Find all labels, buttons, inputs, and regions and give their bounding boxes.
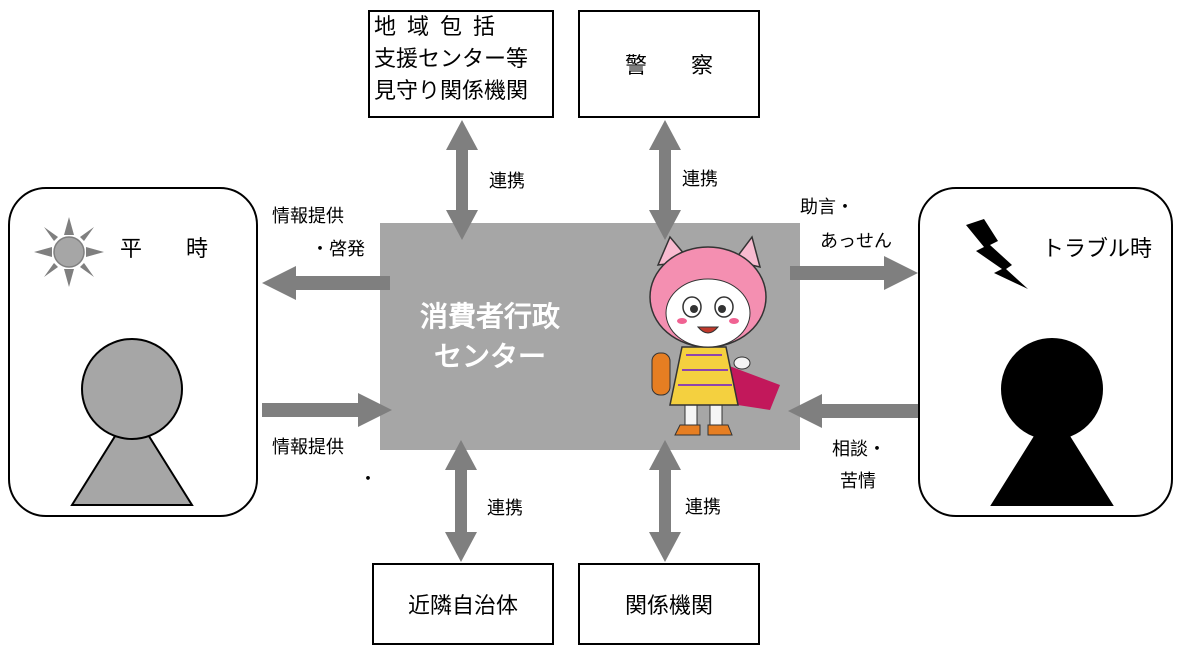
partner-related-label: 関係機関	[624, 594, 713, 619]
partner-box-neighbor-municipalities: 近隣自治体	[372, 563, 554, 645]
flow-label-from-left-2: ・	[359, 469, 377, 490]
link-arrow-top-right	[649, 120, 681, 240]
center-title-line-1: 消費者行政	[419, 300, 560, 333]
flow-label-to-right-1: 助言・	[800, 197, 854, 218]
link-arrow-top-left	[446, 120, 478, 240]
partner-police-label: 警 察	[624, 54, 713, 79]
panel-normal-times: 平 時	[8, 187, 258, 517]
center-title-line-2: センター	[433, 340, 546, 373]
link-arrow-bottom-left	[445, 440, 477, 562]
link-label-bottom-right: 連携	[685, 497, 721, 518]
partner-box-police: 警 察	[578, 10, 760, 118]
flow-label-from-right-2: 苦情	[840, 471, 876, 492]
person-icon	[70, 338, 194, 506]
lightning-icon	[966, 219, 1028, 289]
link-label-top-left: 連携	[489, 171, 525, 192]
flow-arrow-to-right	[790, 256, 918, 290]
panel-normal-title: 平 時	[120, 237, 209, 262]
link-arrow-bottom-right	[649, 440, 681, 562]
partner-box-community-support: 地 域 包 括 支援センター等 見守り関係機関	[368, 10, 554, 118]
panel-trouble-title: トラブル時	[1042, 237, 1153, 262]
partner-line-1: 地 域 包 括	[374, 15, 497, 40]
flow-label-from-right-1: 相談・	[832, 439, 886, 460]
center-box: 消費者行政 センター	[380, 223, 800, 450]
partner-line-2: 支援センター等	[374, 47, 529, 72]
flow-arrow-to-left	[262, 266, 390, 300]
flow-arrow-from-right	[788, 394, 918, 428]
flow-label-to-left-1: 情報提供	[272, 206, 344, 227]
flow-arrow-from-left	[262, 393, 392, 427]
partner-box-related-agencies: 関係機関	[578, 563, 760, 645]
flow-label-to-left-2: ・啓発	[311, 239, 365, 260]
sun-icon	[34, 217, 104, 287]
flow-label-from-left-1: 情報提供	[272, 437, 344, 458]
link-label-bottom-left: 連携	[487, 498, 523, 519]
mascot-cat-icon	[649, 235, 780, 436]
person-icon	[990, 338, 1114, 506]
center-title: 消費者行政 センター	[410, 297, 570, 377]
link-label-top-right: 連携	[682, 169, 718, 190]
panel-trouble-times: トラブル時	[918, 187, 1173, 517]
flow-label-to-right-2: あっせん	[820, 231, 892, 252]
partner-neighbor-label: 近隣自治体	[407, 594, 518, 619]
partner-line-3: 見守り関係機関	[374, 79, 529, 104]
